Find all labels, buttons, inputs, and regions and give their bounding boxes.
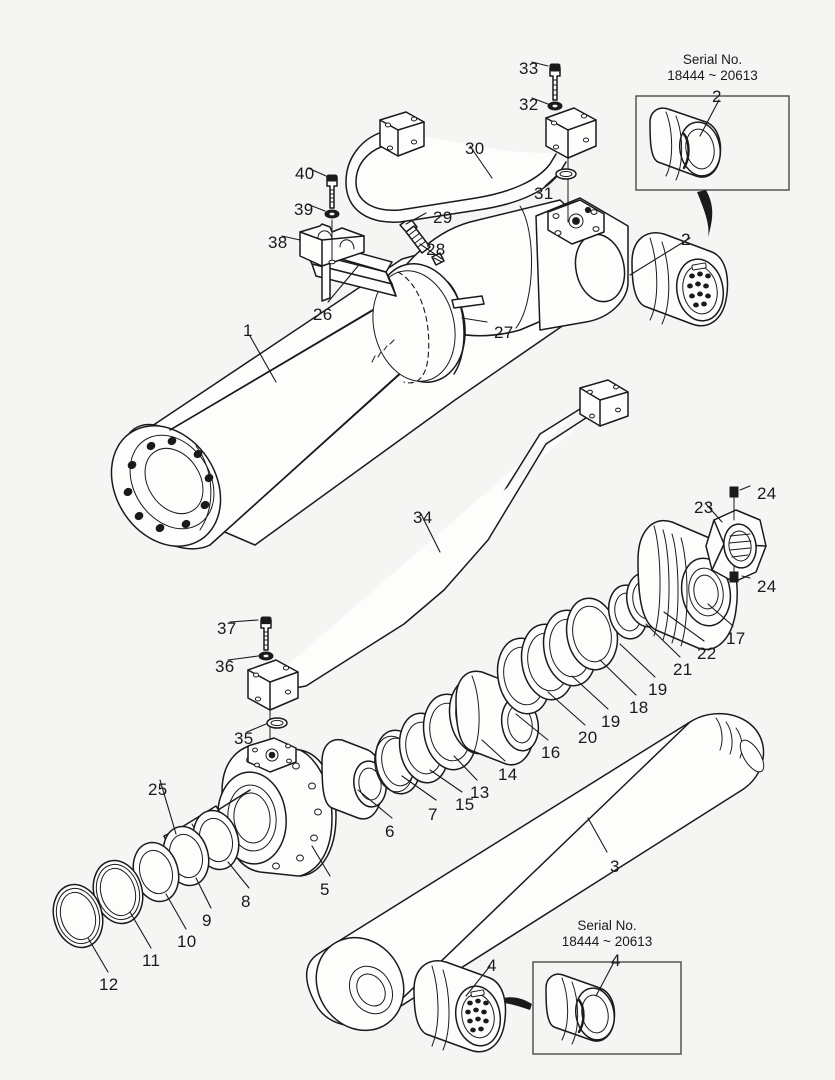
bushing-2-group bbox=[631, 232, 729, 327]
callout-number: 15 bbox=[455, 795, 475, 814]
callout-number: 28 bbox=[426, 240, 446, 259]
callout-number: 2 bbox=[681, 230, 691, 249]
callout-number: 31 bbox=[534, 184, 554, 203]
callout-number: 5 bbox=[320, 880, 330, 899]
callout-number: 24 bbox=[757, 484, 777, 503]
callout-number: 23 bbox=[694, 498, 714, 517]
callout-number: 39 bbox=[294, 200, 314, 219]
callout-number: 30 bbox=[465, 139, 485, 158]
callout-number: 33 bbox=[519, 59, 539, 78]
inset-top-title-line1: Serial No. bbox=[682, 52, 743, 67]
callout-number: 4 bbox=[611, 951, 621, 970]
callout-number: 26 bbox=[313, 305, 333, 324]
clamp-band-group bbox=[299, 223, 485, 384]
callout-number: 10 bbox=[177, 932, 197, 951]
inset-bottom-title-line2: 18444 ~ 20613 bbox=[561, 933, 653, 949]
callout-number: 18 bbox=[629, 698, 649, 717]
callout-number: 37 bbox=[217, 619, 237, 638]
callout-number: 17 bbox=[726, 629, 746, 648]
inset-bottom-title-line1: Serial No. bbox=[577, 918, 637, 933]
callout-number: 34 bbox=[413, 508, 433, 527]
callout-number: 6 bbox=[385, 822, 395, 841]
callout-number: 3 bbox=[610, 857, 620, 876]
oring-stack-lower-left bbox=[52, 809, 240, 949]
callout-number: 11 bbox=[142, 951, 161, 970]
fastener-40-39-group bbox=[324, 174, 340, 265]
callout-number: 40 bbox=[295, 164, 315, 183]
locknut-23-group bbox=[705, 486, 767, 583]
bushing-4-group bbox=[413, 960, 507, 1053]
leader-lines bbox=[87, 61, 751, 997]
callout-number: 8 bbox=[241, 892, 251, 911]
callout-number: 19 bbox=[648, 680, 668, 699]
cylinder-head-5-group bbox=[217, 737, 337, 877]
callout-number: 12 bbox=[99, 975, 119, 994]
callout-number: 25 bbox=[148, 780, 168, 799]
callout-number: 29 bbox=[433, 208, 453, 227]
callout-number: 21 bbox=[673, 660, 693, 679]
callout-number: 4 bbox=[487, 956, 497, 975]
callout-number: 35 bbox=[234, 729, 254, 748]
inset-top-group bbox=[635, 95, 790, 238]
hydraulic-tube-30-group bbox=[345, 107, 597, 223]
fastener-33-32-31-group bbox=[547, 63, 577, 180]
callout-number: 7 bbox=[428, 805, 438, 824]
callout-number: 14 bbox=[498, 765, 518, 784]
callout-number: 13 bbox=[470, 783, 490, 802]
callout-number: 9 bbox=[202, 911, 212, 930]
inset-top-title-line2: 18444 ~ 20613 bbox=[667, 67, 758, 83]
callout-number: 1 bbox=[243, 321, 253, 340]
hydraulic-tube-34-group bbox=[247, 379, 629, 773]
callout-number: 24 bbox=[757, 577, 777, 596]
callout-number: 16 bbox=[541, 743, 561, 762]
callout-number: 20 bbox=[578, 728, 598, 747]
callout-number: 38 bbox=[268, 233, 288, 252]
callout-number: 27 bbox=[494, 323, 514, 342]
inset-bottom-title: Serial No. 18444 ~ 20613 bbox=[533, 918, 681, 950]
fastener-37-36-35-group bbox=[258, 616, 288, 729]
callout-number: 32 bbox=[519, 95, 539, 114]
callout-number: 36 bbox=[215, 657, 235, 676]
callout-number: 22 bbox=[697, 644, 717, 663]
inset-top-title: Serial No. 18444 ~ 20613 bbox=[636, 52, 789, 84]
callout-number: 2 bbox=[712, 87, 722, 106]
inset-bottom-group bbox=[488, 961, 682, 1055]
callout-number: 19 bbox=[601, 712, 621, 731]
